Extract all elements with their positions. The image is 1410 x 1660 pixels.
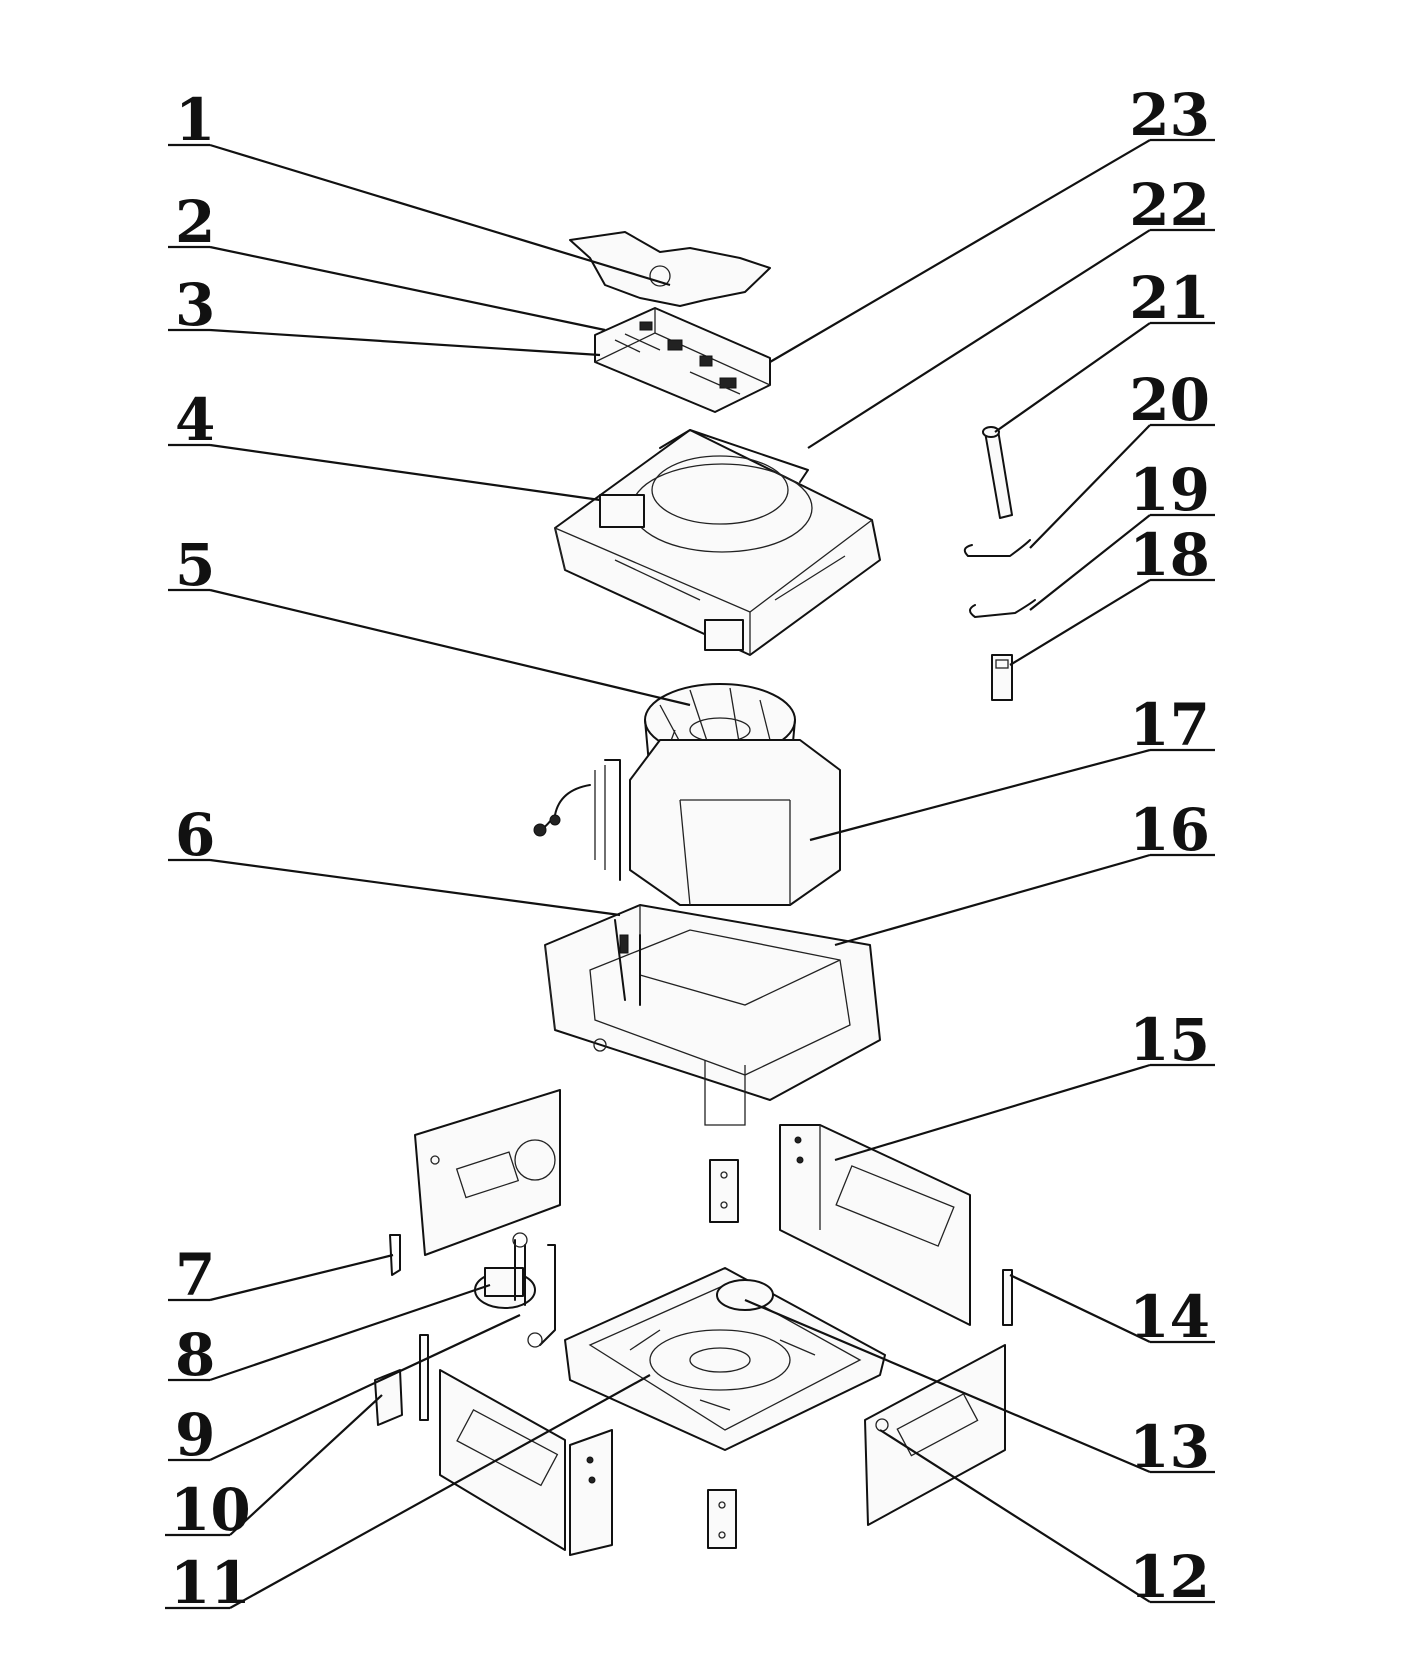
callout-number-3: 3 <box>175 271 215 339</box>
electric-box <box>594 307 771 413</box>
leader-line-8 <box>209 1283 491 1382</box>
leader-line-4 <box>209 443 601 502</box>
leader-line-7 <box>209 1253 394 1302</box>
leader-line-17 <box>809 748 1151 842</box>
cover-plate <box>374 1369 403 1426</box>
leader-line-23 <box>769 139 1151 363</box>
callout-number-1: 1 <box>175 86 215 154</box>
drain-pump-assembly <box>389 1232 556 1348</box>
callout-number-13: 13 <box>1129 1413 1210 1481</box>
side-panel-left-lower <box>419 1334 613 1556</box>
callout-number-15: 15 <box>1129 1006 1210 1074</box>
callout-number-11: 11 <box>170 1549 251 1617</box>
evaporator-housing <box>533 739 841 906</box>
callout-number-14: 14 <box>1129 1283 1210 1351</box>
callout-number-22: 22 <box>1129 171 1210 239</box>
leader-line-19 <box>1029 514 1151 611</box>
leader-line-6 <box>209 858 621 917</box>
callout-number-8: 8 <box>175 1321 215 1389</box>
callout-number-16: 16 <box>1129 796 1210 864</box>
leader-line-2 <box>209 245 606 332</box>
leader-line-13 <box>744 1298 1151 1474</box>
callout-number-19: 19 <box>1129 456 1210 524</box>
side-panel-left-upper <box>414 1089 561 1256</box>
callout-number-21: 21 <box>1129 264 1210 332</box>
leader-line-18 <box>1009 579 1151 666</box>
leader-line-11 <box>229 1374 651 1609</box>
leader-line-20 <box>1029 424 1151 549</box>
center-bracket-upper <box>709 1159 739 1223</box>
callout-number-4: 4 <box>175 386 215 454</box>
sensor <box>991 654 1013 701</box>
pipe <box>982 426 1013 519</box>
callout-labels: 1 2 3 4 5 6 7 8 9 10 11 12 13 14 15 16 1… <box>170 81 1210 1617</box>
top-chassis <box>554 429 881 656</box>
leader-line-22 <box>807 229 1151 449</box>
mounting-clip <box>1002 1269 1013 1326</box>
top-insulation-sheet <box>569 231 771 307</box>
side-panel-right-upper <box>779 1124 971 1326</box>
callout-number-9: 9 <box>175 1401 215 1469</box>
wire-clamps <box>963 539 1036 618</box>
center-bracket-lower <box>707 1489 737 1549</box>
callout-number-7: 7 <box>175 1241 215 1309</box>
base-tray <box>544 904 881 1126</box>
leader-line-12 <box>879 1429 1151 1603</box>
callout-number-2: 2 <box>175 188 215 256</box>
leader-line-16 <box>834 853 1151 947</box>
callout-number-12: 12 <box>1129 1543 1210 1611</box>
leader-line-9 <box>209 1314 521 1461</box>
callout-number-10: 10 <box>170 1476 251 1544</box>
leader-line-21 <box>994 322 1151 433</box>
callout-number-17: 17 <box>1129 691 1210 759</box>
leader-line-15 <box>834 1063 1151 1162</box>
bottom-frame <box>564 1267 886 1451</box>
callout-number-18: 18 <box>1129 521 1210 589</box>
callout-number-23: 23 <box>1129 81 1210 149</box>
callout-number-6: 6 <box>175 801 215 869</box>
callout-number-20: 20 <box>1129 366 1210 434</box>
side-panel-right-lower <box>864 1344 1006 1526</box>
leader-lines <box>165 138 1215 1610</box>
leader-line-10 <box>229 1394 383 1536</box>
leader-line-5 <box>209 588 691 707</box>
leader-line-14 <box>1009 1274 1151 1343</box>
leader-line-3 <box>209 328 601 357</box>
leader-line-1 <box>209 143 671 287</box>
callout-number-5: 5 <box>175 531 215 599</box>
